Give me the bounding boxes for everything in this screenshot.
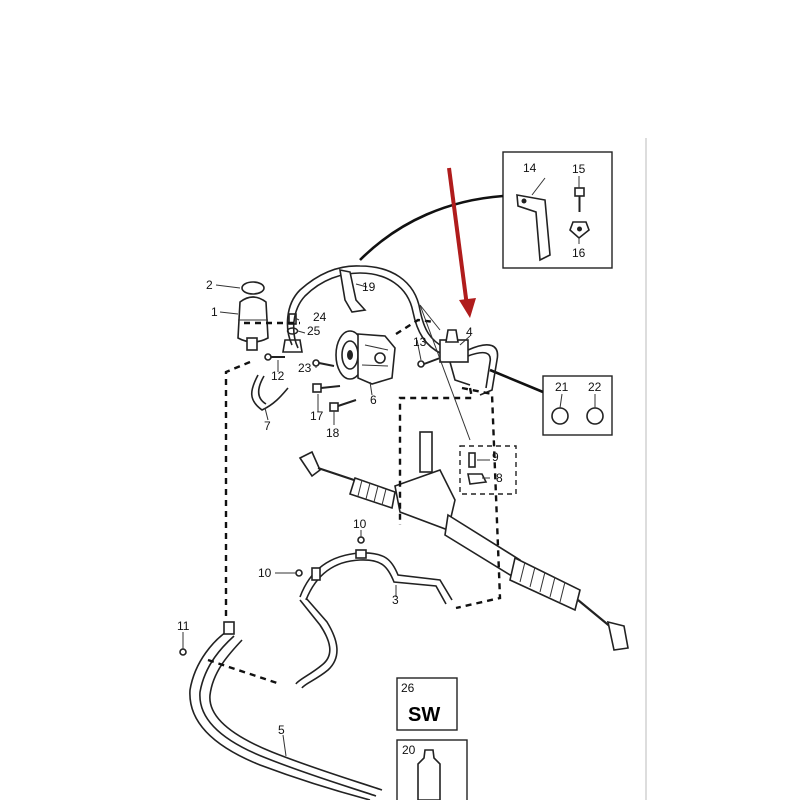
hose-clip-19 <box>339 268 367 313</box>
callout-17: 17 <box>310 409 324 423</box>
callout-1: 1 <box>211 305 218 319</box>
fluid-code: SW <box>408 704 440 726</box>
callout-26: 26 <box>401 681 415 695</box>
bolt-13 <box>417 357 441 368</box>
bolt-18 <box>329 399 357 412</box>
valve-block-4 <box>439 329 499 396</box>
red-highlight-arrow <box>447 167 476 318</box>
hose-19 <box>286 265 446 349</box>
callout-3: 3 <box>392 593 399 607</box>
callout-labels: 1 2 3 4 5 6 7 8 9 10 10 11 12 13 14 15 1… <box>177 161 602 757</box>
nut-16 <box>569 221 590 240</box>
callout-23: 23 <box>298 361 312 375</box>
clip-10-upper <box>355 536 367 559</box>
callout-5: 5 <box>278 723 285 737</box>
inset-box-frame <box>502 151 613 269</box>
callout-11: 11 <box>177 619 190 633</box>
callout-16: 16 <box>572 246 586 260</box>
bolt-17 <box>312 383 341 393</box>
clamp-8 <box>467 473 488 485</box>
spec-box-26 <box>396 677 458 731</box>
callout-19: 19 <box>362 280 376 294</box>
flow-dash-reservoir <box>224 360 251 620</box>
bracket-14 <box>516 194 551 262</box>
inset-o-ring-box <box>542 375 613 436</box>
flow-dash-right <box>455 386 502 610</box>
boot-right <box>509 556 581 612</box>
tie-rod-end-left <box>298 450 321 478</box>
hose-7 <box>250 374 289 411</box>
rack-housing <box>394 469 456 532</box>
flow-dash-valve <box>395 318 474 525</box>
cap-2 <box>241 281 265 295</box>
boot-left <box>349 476 396 510</box>
callout-6: 6 <box>370 393 377 407</box>
steering-rack <box>298 431 629 651</box>
fluid-bottle-20 <box>417 749 441 800</box>
inset-box-frame-2 <box>542 375 613 436</box>
reservoir-1 <box>237 281 269 351</box>
bolt-23 <box>312 359 335 367</box>
callout-24: 24 <box>313 310 327 324</box>
flow-dash-cooler <box>207 658 281 686</box>
callout-4: 4 <box>466 325 473 339</box>
leader-to-bracket-box <box>359 194 504 261</box>
fluid-bottle-box <box>396 739 468 800</box>
inset-9-8 <box>459 445 517 495</box>
callout-7: 7 <box>264 419 271 433</box>
inset-bracket-box <box>502 151 613 269</box>
tie-rod-end-right <box>606 620 629 651</box>
callout-9: 9 <box>492 450 499 464</box>
bolt-9 <box>468 452 476 468</box>
callout-8: 8 <box>496 471 503 485</box>
pump-6 <box>335 330 396 385</box>
leader-to-o-ring-box <box>489 368 544 394</box>
leader-lines <box>182 176 596 757</box>
callout-12: 12 <box>271 369 285 383</box>
callout-21: 21 <box>555 380 569 394</box>
callout-22: 22 <box>588 380 602 394</box>
pinion-shaft <box>419 431 433 473</box>
callout-10-lower: 10 <box>258 566 272 580</box>
callout-14: 14 <box>523 161 537 175</box>
fluid-spec-box: SW <box>396 677 458 731</box>
callout-20: 20 <box>402 743 416 757</box>
callout-2: 2 <box>206 278 213 292</box>
callout-25: 25 <box>307 324 321 338</box>
callout-18: 18 <box>326 426 340 440</box>
hose-cooler-feed <box>295 599 331 685</box>
callout-10-upper: 10 <box>353 517 367 531</box>
cooler-5 <box>179 621 383 800</box>
bolt-12 <box>264 353 285 361</box>
callout-13: 13 <box>413 335 427 349</box>
callout-15: 15 <box>572 162 586 176</box>
line-3 <box>299 552 453 601</box>
clip-10-lower <box>295 567 321 581</box>
